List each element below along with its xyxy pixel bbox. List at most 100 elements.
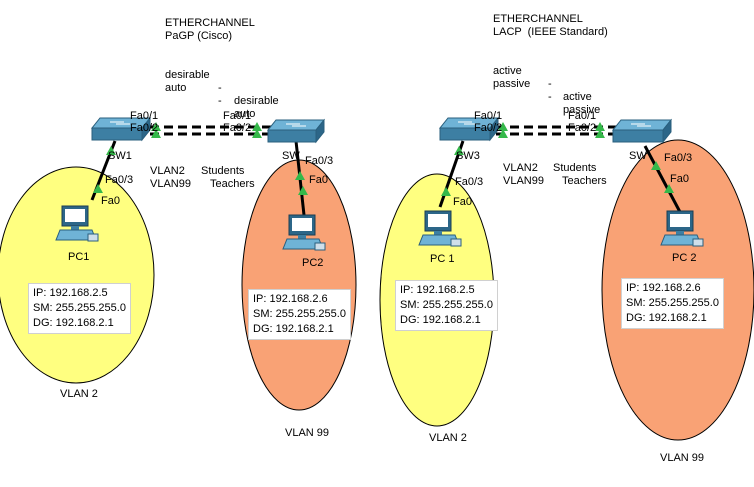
- triangle-link-up-icon: [151, 122, 161, 131]
- switch-label: SW1: [108, 150, 132, 162]
- port-label: Fa0: [453, 196, 472, 208]
- triangle-link-up-icon: [651, 161, 661, 170]
- default-gateway: DG: 192.168.2.1: [33, 317, 114, 329]
- switch-icon[interactable]: [90, 116, 152, 142]
- etherchannel-note-left: ETHERCHANNEL PaGP (Cisco) desirable - de…: [162, 15, 286, 120]
- ip-config-box: IP: 192.168.2.5 SM: 255.255.255.0 DG: 19…: [28, 283, 131, 334]
- triangle-link-up-icon: [298, 186, 308, 195]
- port-label: Fa0/3: [305, 155, 334, 167]
- link-sw4-pc2: [643, 145, 682, 213]
- triangle-link-up-icon: [252, 122, 262, 131]
- mode-label: active: [563, 91, 592, 103]
- triangle-link-up-icon: [93, 184, 103, 193]
- switch-label: SW: [282, 150, 300, 162]
- mode-label: desirable: [165, 69, 210, 81]
- port-label: Fa0: [670, 173, 689, 185]
- pc-label: PC2: [302, 257, 324, 269]
- default-gateway: DG: 192.168.2.1: [626, 312, 707, 324]
- port-label: Fa0/3: [105, 174, 134, 186]
- ip-address: IP: 192.168.2.5: [400, 284, 475, 296]
- mode-label: passive: [493, 78, 531, 90]
- triangle-link-up-icon: [441, 187, 451, 196]
- mode-label: auto: [234, 108, 256, 120]
- note-title: ETHERCHANNEL: [165, 17, 255, 29]
- ip-address: IP: 192.168.2.5: [33, 287, 108, 299]
- switch-label: SW: [629, 150, 647, 162]
- pc-label: PC 2: [672, 252, 697, 264]
- vlan-id: VLAN2: [503, 162, 538, 174]
- mode-label: desirable: [234, 95, 279, 107]
- vlan-name: Students: [553, 162, 597, 174]
- pc-label: PC1: [68, 251, 90, 263]
- vlan99-zone-left: [241, 159, 357, 411]
- triangle-link-up-icon: [295, 171, 305, 180]
- subnet-mask: SM: 255.255.255.0: [253, 308, 346, 320]
- subnet-mask: SM: 255.255.255.0: [626, 297, 719, 309]
- switch-label: SW3: [456, 150, 480, 162]
- vlan-name: Teachers: [562, 175, 607, 187]
- port-label: Fa0: [101, 195, 120, 207]
- switch-icon[interactable]: [438, 116, 500, 142]
- port-label: Fa0/3: [455, 176, 484, 188]
- vlan-zone-label: VLAN 2: [60, 388, 98, 400]
- desktop-pc-icon[interactable]: [55, 205, 99, 242]
- note-protocol: LACP (IEEE Standard): [493, 26, 608, 38]
- port-label: Fa0/2: [568, 122, 597, 134]
- port-label: Fa0/2: [130, 122, 159, 134]
- desktop-pc-icon[interactable]: [660, 210, 704, 247]
- switch-icon[interactable]: [266, 118, 326, 144]
- mode-separator: -: [548, 91, 552, 103]
- port-label: Fa0: [309, 174, 328, 186]
- subnet-mask: SM: 255.255.255.0: [400, 299, 493, 311]
- mode-separator: -: [218, 95, 222, 107]
- triangle-link-up-icon: [595, 129, 605, 138]
- triangle-link-up-icon: [252, 129, 262, 138]
- triangle-link-up-icon: [106, 146, 116, 155]
- etherchannel-links-left: [150, 125, 275, 136]
- vlan-name: Teachers: [210, 178, 255, 190]
- vlan-zone-label: VLAN 2: [429, 432, 467, 444]
- default-gateway: DG: 192.168.2.1: [253, 323, 334, 335]
- triangle-link-up-icon: [498, 129, 508, 138]
- port-label: Fa0/1: [223, 110, 252, 122]
- vlan-id: VLAN2: [150, 165, 185, 177]
- port-label: Fa0/2: [223, 122, 252, 134]
- port-label: Fa0/2: [474, 122, 503, 134]
- port-label: Fa0/1: [130, 110, 159, 122]
- vlan-zone-label: VLAN 99: [285, 427, 330, 439]
- triangle-link-up-icon: [498, 122, 508, 131]
- ip-config-box: IP: 192.168.2.6 SM: 255.255.255.0 DG: 19…: [621, 278, 724, 329]
- vlan-name: Students: [201, 165, 245, 177]
- ip-config-box: IP: 192.168.2.5 SM: 255.255.255.0 DG: 19…: [395, 280, 498, 331]
- vlan-zone-label: VLAN 99: [660, 452, 705, 464]
- vlan-id: VLAN99: [503, 175, 544, 187]
- default-gateway: DG: 192.168.2.1: [400, 314, 481, 326]
- port-label: Fa0/1: [568, 110, 597, 122]
- triangle-link-up-icon: [454, 146, 464, 155]
- vlan2-zone-left: [0, 166, 155, 384]
- desktop-pc-icon[interactable]: [418, 210, 462, 247]
- mode-separator: -: [218, 82, 222, 94]
- mode-label: active: [493, 65, 522, 77]
- note-title: ETHERCHANNEL: [493, 13, 583, 25]
- triangle-link-up-icon: [151, 129, 161, 138]
- switch-icon[interactable]: [611, 118, 673, 144]
- mode-label: auto: [165, 82, 187, 94]
- triangle-link-up-icons: [93, 122, 674, 196]
- ip-address: IP: 192.168.2.6: [626, 282, 701, 294]
- pc-label: PC 1: [430, 253, 455, 265]
- note-protocol: PaGP (Cisco): [165, 30, 233, 42]
- triangle-link-up-icon: [595, 122, 605, 131]
- vlan-id: VLAN99: [150, 178, 191, 190]
- ip-address: IP: 192.168.2.6: [253, 293, 328, 305]
- ip-config-box: IP: 192.168.2.6 SM: 255.255.255.0 DG: 19…: [248, 289, 351, 340]
- port-label: Fa0/3: [664, 152, 693, 164]
- subnet-mask: SM: 255.255.255.0: [33, 302, 126, 314]
- desktop-pc-icon[interactable]: [282, 214, 326, 251]
- mode-separator: -: [548, 78, 552, 90]
- port-label: Fa0/1: [474, 110, 503, 122]
- mode-label: passive: [563, 104, 601, 116]
- etherchannel-note-right: ETHERCHANNEL LACP (IEEE Standard) active…: [490, 11, 611, 116]
- triangle-link-up-icon: [664, 184, 674, 193]
